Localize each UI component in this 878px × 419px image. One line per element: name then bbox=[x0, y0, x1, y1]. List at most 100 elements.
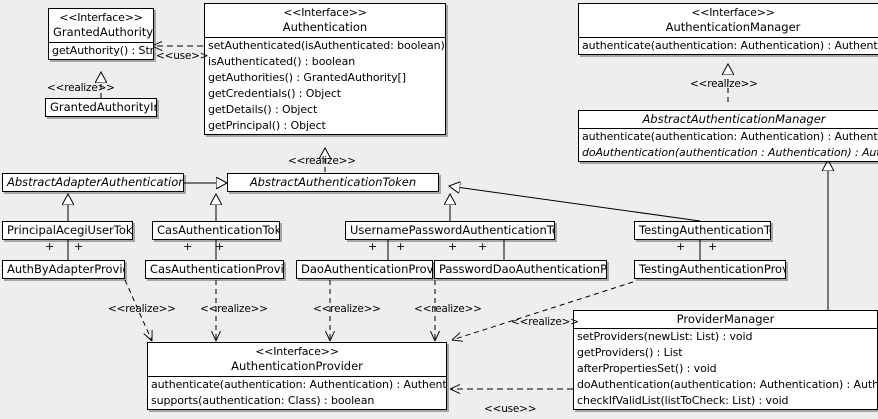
edge-label-realize-testing-provider: <<realize>> bbox=[511, 316, 579, 328]
class-authentication-manager[interactable]: <<Interface>> AuthenticationManager auth… bbox=[578, 3, 878, 55]
class-abstract-authentication-token[interactable]: AbstractAuthenticationToken bbox=[227, 173, 439, 192]
class-name: Authentication bbox=[282, 20, 368, 34]
assoc-marker-principal-acegi-right: + bbox=[74, 240, 84, 253]
class-name: AuthenticationManager bbox=[665, 20, 801, 34]
assoc-marker-upat-mid-left: + bbox=[396, 240, 406, 253]
class-dao-authentication-provider[interactable]: DaoAuthenticationProvider bbox=[296, 260, 433, 279]
edge-label-realize-abstract-auth-token: <<realize>> bbox=[288, 155, 356, 167]
edge-label-realize-cas-provider: <<realize>> bbox=[200, 303, 268, 315]
stereotype-label: <<Interface>> bbox=[255, 345, 339, 358]
member-row: isAuthenticated() : boolean bbox=[208, 55, 356, 68]
member-row: getProviders() : List bbox=[577, 346, 683, 359]
class-members: authenticate(authentication: Authenticat… bbox=[148, 376, 446, 409]
class-header: AbstractAdapterAuthenticationToken bbox=[3, 174, 183, 191]
edge-label-realize-dao-provider: <<realize>> bbox=[313, 303, 381, 315]
class-members: setAuthenticated(isAuthenticated: boolea… bbox=[205, 37, 445, 134]
class-header: PasswordDaoAuthenticationProvider bbox=[435, 261, 606, 278]
class-auth-by-adapter-provider[interactable]: AuthByAdapterProvider bbox=[2, 260, 125, 279]
edge-label-realize-password-dao-provider: <<realize>> bbox=[414, 303, 482, 315]
class-name: TestingAuthenticationToken bbox=[639, 223, 770, 237]
class-password-dao-authentication-provider[interactable]: PasswordDaoAuthenticationProvider bbox=[434, 260, 607, 279]
class-provider-manager[interactable]: ProviderManager setProviders(newList: Li… bbox=[573, 310, 878, 410]
edge-label-use-provider-manager: <<use>> bbox=[484, 403, 537, 415]
edge-label-realize-auth-by-adapter: <<realize>> bbox=[108, 303, 176, 315]
stereotype-label: <<Interface>> bbox=[283, 6, 367, 19]
member-row: doAuthentication(authentication: Authent… bbox=[577, 378, 877, 391]
class-header: CasAuthenticationToken bbox=[153, 222, 279, 239]
class-header: ProviderManager bbox=[574, 311, 877, 328]
edge-label-use-granted-authority: <<use>> bbox=[156, 50, 209, 62]
assoc-marker-upat-right: + bbox=[478, 240, 488, 253]
class-name: PrincipalAcegiUserToken bbox=[7, 223, 133, 237]
class-members: getAuthority() : String bbox=[49, 42, 153, 59]
class-name: PasswordDaoAuthenticationProvider bbox=[439, 262, 607, 276]
class-name: GrantedAuthority bbox=[53, 25, 154, 39]
class-header: CasAuthenticationProvider bbox=[146, 261, 283, 278]
class-authentication-provider[interactable]: <<Interface>> AuthenticationProvider aut… bbox=[147, 342, 447, 410]
class-granted-authority[interactable]: <<Interface>> GrantedAuthority getAuthor… bbox=[48, 8, 154, 60]
class-name: AuthByAdapterProvider bbox=[7, 262, 124, 276]
class-name: AbstractAuthenticationToken bbox=[249, 175, 417, 189]
class-principal-acegi-user-token[interactable]: PrincipalAcegiUserToken bbox=[2, 221, 133, 240]
member-row: setProviders(newList: List) : void bbox=[577, 330, 753, 343]
member-row: afterPropertiesSet() : void bbox=[577, 362, 717, 375]
class-name: AuthenticationProvider bbox=[231, 359, 363, 373]
class-header: UsernamePasswordAuthenticationToken bbox=[346, 222, 554, 239]
class-header: <<Interface>> AuthenticationManager bbox=[579, 4, 878, 37]
class-name: UsernamePasswordAuthenticationToken bbox=[350, 223, 554, 237]
class-authentication[interactable]: <<Interface>> Authentication setAuthenti… bbox=[204, 3, 446, 135]
class-cas-authentication-provider[interactable]: CasAuthenticationProvider bbox=[145, 260, 284, 279]
member-row: authenticate(authentication: Authenticat… bbox=[151, 378, 447, 391]
class-name: GrantedAuthorityImpl bbox=[50, 100, 156, 114]
class-name: DaoAuthenticationProvider bbox=[301, 262, 433, 276]
assoc-marker-upat-mid-right: + bbox=[448, 240, 458, 253]
edge-label-realize-granted-authority-impl: <<realize>> bbox=[47, 82, 115, 94]
class-testing-authentication-token[interactable]: TestingAuthenticationToken bbox=[634, 221, 771, 240]
class-header: <<Interface>> GrantedAuthority bbox=[49, 9, 153, 42]
assoc-marker-principal-acegi-left: + bbox=[45, 240, 55, 253]
stereotype-label: <<Interface>> bbox=[691, 6, 775, 19]
member-row: getPrincipal() : Object bbox=[208, 119, 326, 132]
class-header: DaoAuthenticationProvider bbox=[297, 261, 432, 278]
class-username-password-authentication-token[interactable]: UsernamePasswordAuthenticationToken bbox=[345, 221, 555, 240]
member-row: doAuthentication(authentication : Authen… bbox=[582, 146, 878, 159]
class-header: PrincipalAcegiUserToken bbox=[3, 222, 132, 239]
member-row: getAuthority() : String bbox=[52, 44, 154, 57]
class-abstract-authentication-manager[interactable]: AbstractAuthenticationManager authentica… bbox=[578, 110, 878, 162]
class-header: <<Interface>> AuthenticationProvider bbox=[148, 343, 446, 376]
class-name: TestingAuthenticationProvider bbox=[639, 262, 785, 276]
stereotype-label: <<Interface>> bbox=[59, 11, 143, 24]
member-row: checkIfValidList(listToCheck: List) : vo… bbox=[577, 394, 789, 407]
assoc-marker-upat-left: + bbox=[368, 240, 378, 253]
class-header: AbstractAuthenticationManager bbox=[579, 111, 878, 128]
class-header: TestingAuthenticationProvider bbox=[635, 261, 785, 278]
class-abstract-adapter-authentication-token[interactable]: AbstractAdapterAuthenticationToken bbox=[2, 173, 184, 192]
class-header: GrantedAuthorityImpl bbox=[46, 99, 156, 116]
class-name: CasAuthenticationToken bbox=[157, 223, 279, 237]
class-name: AbstractAuthenticationManager bbox=[642, 112, 826, 126]
edge-label-realize-abstract-auth-manager: <<realize>> bbox=[690, 78, 758, 90]
class-members: authenticate(authentication: Authenticat… bbox=[579, 37, 878, 54]
assoc-marker-testing-left: + bbox=[676, 240, 686, 253]
member-row: getDetails() : Object bbox=[208, 103, 318, 116]
class-header: AuthByAdapterProvider bbox=[3, 261, 124, 278]
assoc-marker-testing-right: + bbox=[708, 240, 718, 253]
assoc-marker-cas-left: + bbox=[183, 240, 193, 253]
class-cas-authentication-token[interactable]: CasAuthenticationToken bbox=[152, 221, 280, 240]
class-members: authenticate(authentication: Authenticat… bbox=[579, 128, 878, 161]
member-row: authenticate(authentication: Authenticat… bbox=[582, 130, 878, 143]
member-row: supports(authentication: Class) : boolea… bbox=[151, 394, 375, 407]
class-members: setProviders(newList: List) : void getPr… bbox=[574, 328, 877, 409]
class-header: <<Interface>> Authentication bbox=[205, 4, 445, 37]
class-header: AbstractAuthenticationToken bbox=[228, 174, 438, 191]
class-header: TestingAuthenticationToken bbox=[635, 222, 770, 239]
class-granted-authority-impl[interactable]: GrantedAuthorityImpl bbox=[45, 98, 157, 117]
class-testing-authentication-provider[interactable]: TestingAuthenticationProvider bbox=[634, 260, 786, 279]
member-row: getAuthorities() : GrantedAuthority[] bbox=[208, 71, 406, 84]
class-name: AbstractAdapterAuthenticationToken bbox=[7, 175, 184, 189]
assoc-marker-cas-right: + bbox=[215, 240, 225, 253]
class-name: ProviderManager bbox=[676, 312, 775, 326]
class-name: CasAuthenticationProvider bbox=[150, 262, 284, 276]
member-row: getCredentials() : Object bbox=[208, 87, 342, 100]
